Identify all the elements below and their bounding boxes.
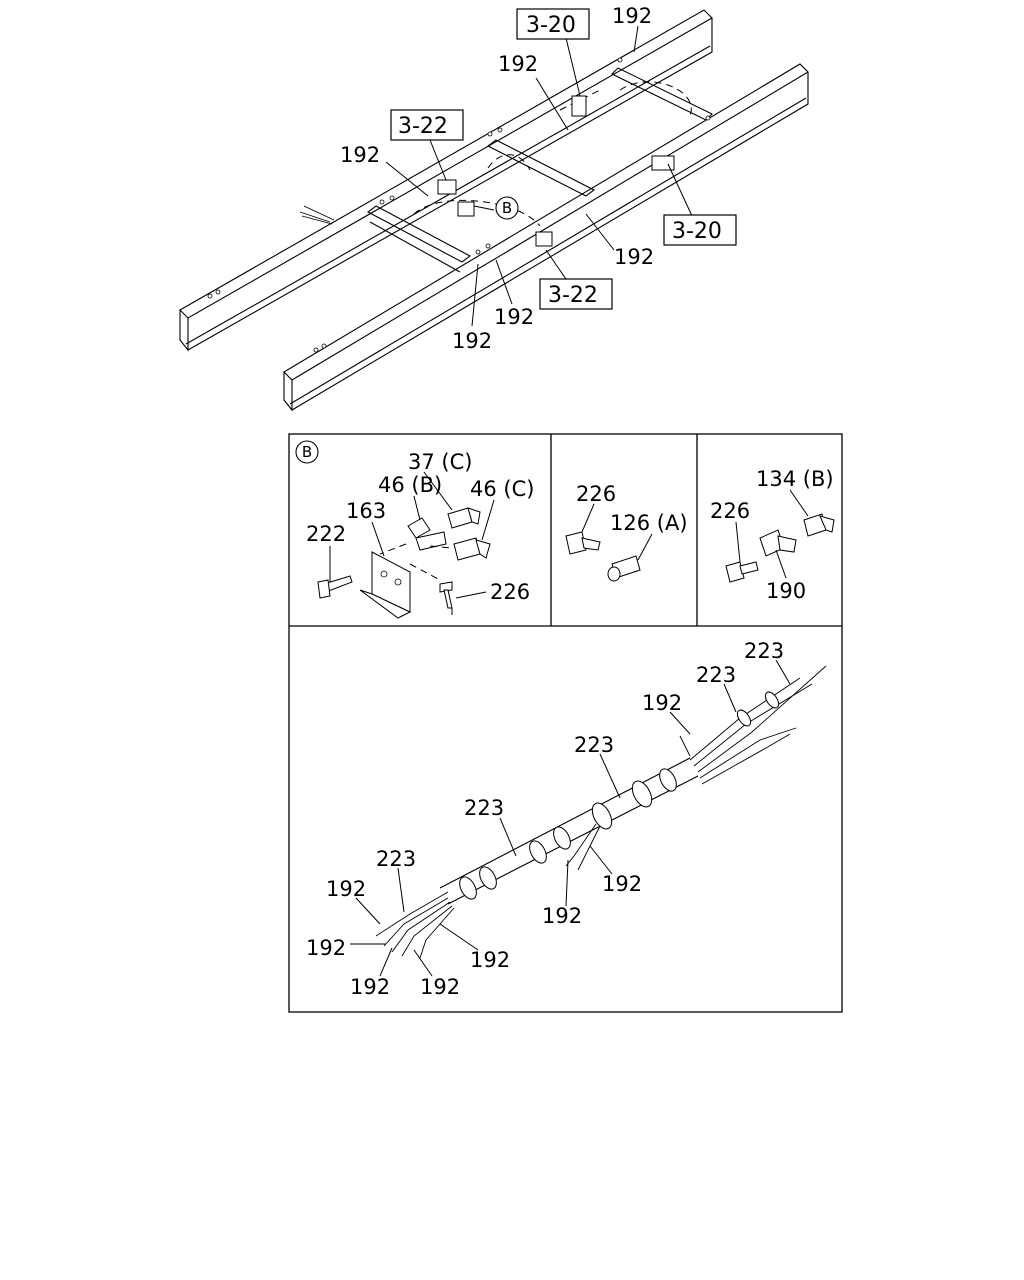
ref-box-3-20-right [663, 214, 737, 246]
panel-b-label-46b: 46 (B) [378, 473, 442, 497]
harness-label-192-left-mid: 192 [306, 936, 346, 960]
harness-label-192-center-b: 192 [470, 948, 510, 972]
chassis-frame [179, 9, 809, 412]
harness-label-223-d: 223 [464, 796, 504, 820]
frame-label-192-top: 192 [612, 4, 652, 28]
panel-right-label-190: 190 [766, 579, 806, 603]
panel-mid: 226 126 (A) [565, 482, 688, 582]
harness-label-223-c: 223 [574, 733, 614, 757]
harness-label-192-top: 192 [642, 691, 682, 715]
panel-b-label-163: 163 [346, 499, 386, 523]
panel-right-label-226: 226 [710, 499, 750, 523]
detail-panels [288, 433, 843, 1013]
panel-mid-label-126a: 126 (A) [610, 511, 688, 535]
panel-b-label-222: 222 [306, 522, 346, 546]
ref-box-3-22-bottom [539, 278, 613, 310]
frame-label-192-right: 192 [614, 245, 654, 269]
frame-leaders [385, 25, 693, 327]
harness-label-192-bottom-b: 192 [420, 975, 460, 999]
harness-label-192-right-low: 192 [602, 872, 642, 896]
ref-box-3-20-top [516, 8, 590, 40]
frame-label-192-lower-a: 192 [494, 305, 534, 329]
ref-box-3-22-left [390, 109, 464, 141]
frame-label-192-left: 192 [340, 143, 380, 167]
frame-label-192-lower-b: 192 [452, 329, 492, 353]
ref-label-3-20-right: 3-20 [672, 219, 722, 244]
detail-b-marker-circle [495, 196, 519, 220]
harness-label-192-left-top: 192 [326, 877, 366, 901]
panel-mid-label-226: 226 [576, 482, 616, 506]
panel-b-label-37c: 37 (C) [408, 450, 472, 474]
panels-outer-border [288, 433, 843, 1013]
harness-label-223-b: 223 [696, 663, 736, 687]
detail-b-marker-label: B [502, 199, 512, 217]
panel-right-label-134b: 134 (B) [756, 467, 834, 491]
panel-b: B 37 (C) 46 (B) 46 (C) 163 [295, 440, 534, 620]
ref-label-3-22-bottom: 3-22 [548, 283, 598, 308]
harness-label-192-bottom-a: 192 [350, 975, 390, 999]
panel-harness: 223 223 192 223 223 223 192 192 192 192 … [306, 639, 827, 999]
panel-b-marker-circle [295, 440, 319, 464]
harness-label-223-a: 223 [744, 639, 784, 663]
ref-label-3-20-top: 3-20 [526, 13, 576, 38]
panel-right: 134 (B) 226 190 [710, 467, 835, 603]
ref-label-3-22-left: 3-22 [398, 114, 448, 139]
panel-b-label-46c: 46 (C) [470, 477, 534, 501]
panel-b-marker-label: B [302, 443, 312, 461]
harness-label-192-center-a: 192 [542, 904, 582, 928]
frame-callouts: 192 3-20 192 3-22 192 B 3-20 192 3-22 19… [340, 4, 737, 353]
frame-label-192-mid: 192 [498, 52, 538, 76]
harness-label-223-e: 223 [376, 847, 416, 871]
panel-b-label-226: 226 [490, 580, 530, 604]
